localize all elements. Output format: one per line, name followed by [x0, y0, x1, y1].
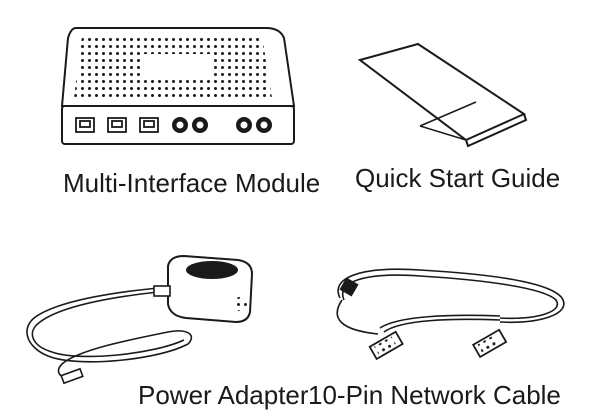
cable-label: 10-Pin Network Cable [308, 380, 561, 410]
adapter-label: Power Adapter [138, 380, 309, 410]
module-label: Multi-Interface Module [63, 168, 321, 198]
network-cable-icon [300, 258, 600, 378]
module-icon [58, 22, 298, 152]
guide-label: Quick Start Guide [355, 163, 561, 193]
booklet-icon [356, 40, 536, 150]
power-adapter-icon [18, 252, 258, 392]
